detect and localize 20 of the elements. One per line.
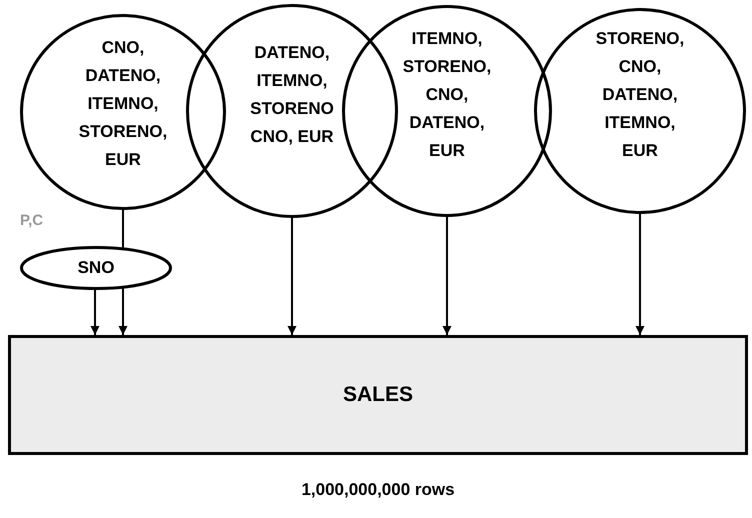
table-box [8,335,748,455]
index-ellipse [20,14,226,210]
column-list: CNO, DATENO, ITEMNO, STORENO, EUR [78,34,168,174]
arrow [442,217,452,335]
column-list: STORENO, CNO, DATENO, ITEMNO, EUR [596,25,684,165]
column-list: ITEMNO, STORENO, CNO, DATENO, EUR [402,25,492,165]
index-ellipse [186,4,398,218]
index-ellipse [534,8,746,214]
row-count: 1,000,000,000 rows [300,480,456,500]
arrow [90,290,100,335]
column-list: DATENO, ITEMNO, STORENO CNO, EUR [250,39,334,151]
arrow [118,288,128,335]
connector-line [122,210,124,248]
table-name: SALES [342,383,413,407]
arrow [636,214,644,335]
index-ellipse [342,5,552,217]
constraint-label: P,C [20,212,44,229]
index-ellipse [20,246,172,290]
column-name: SNO [78,258,114,278]
arrow [288,218,296,335]
